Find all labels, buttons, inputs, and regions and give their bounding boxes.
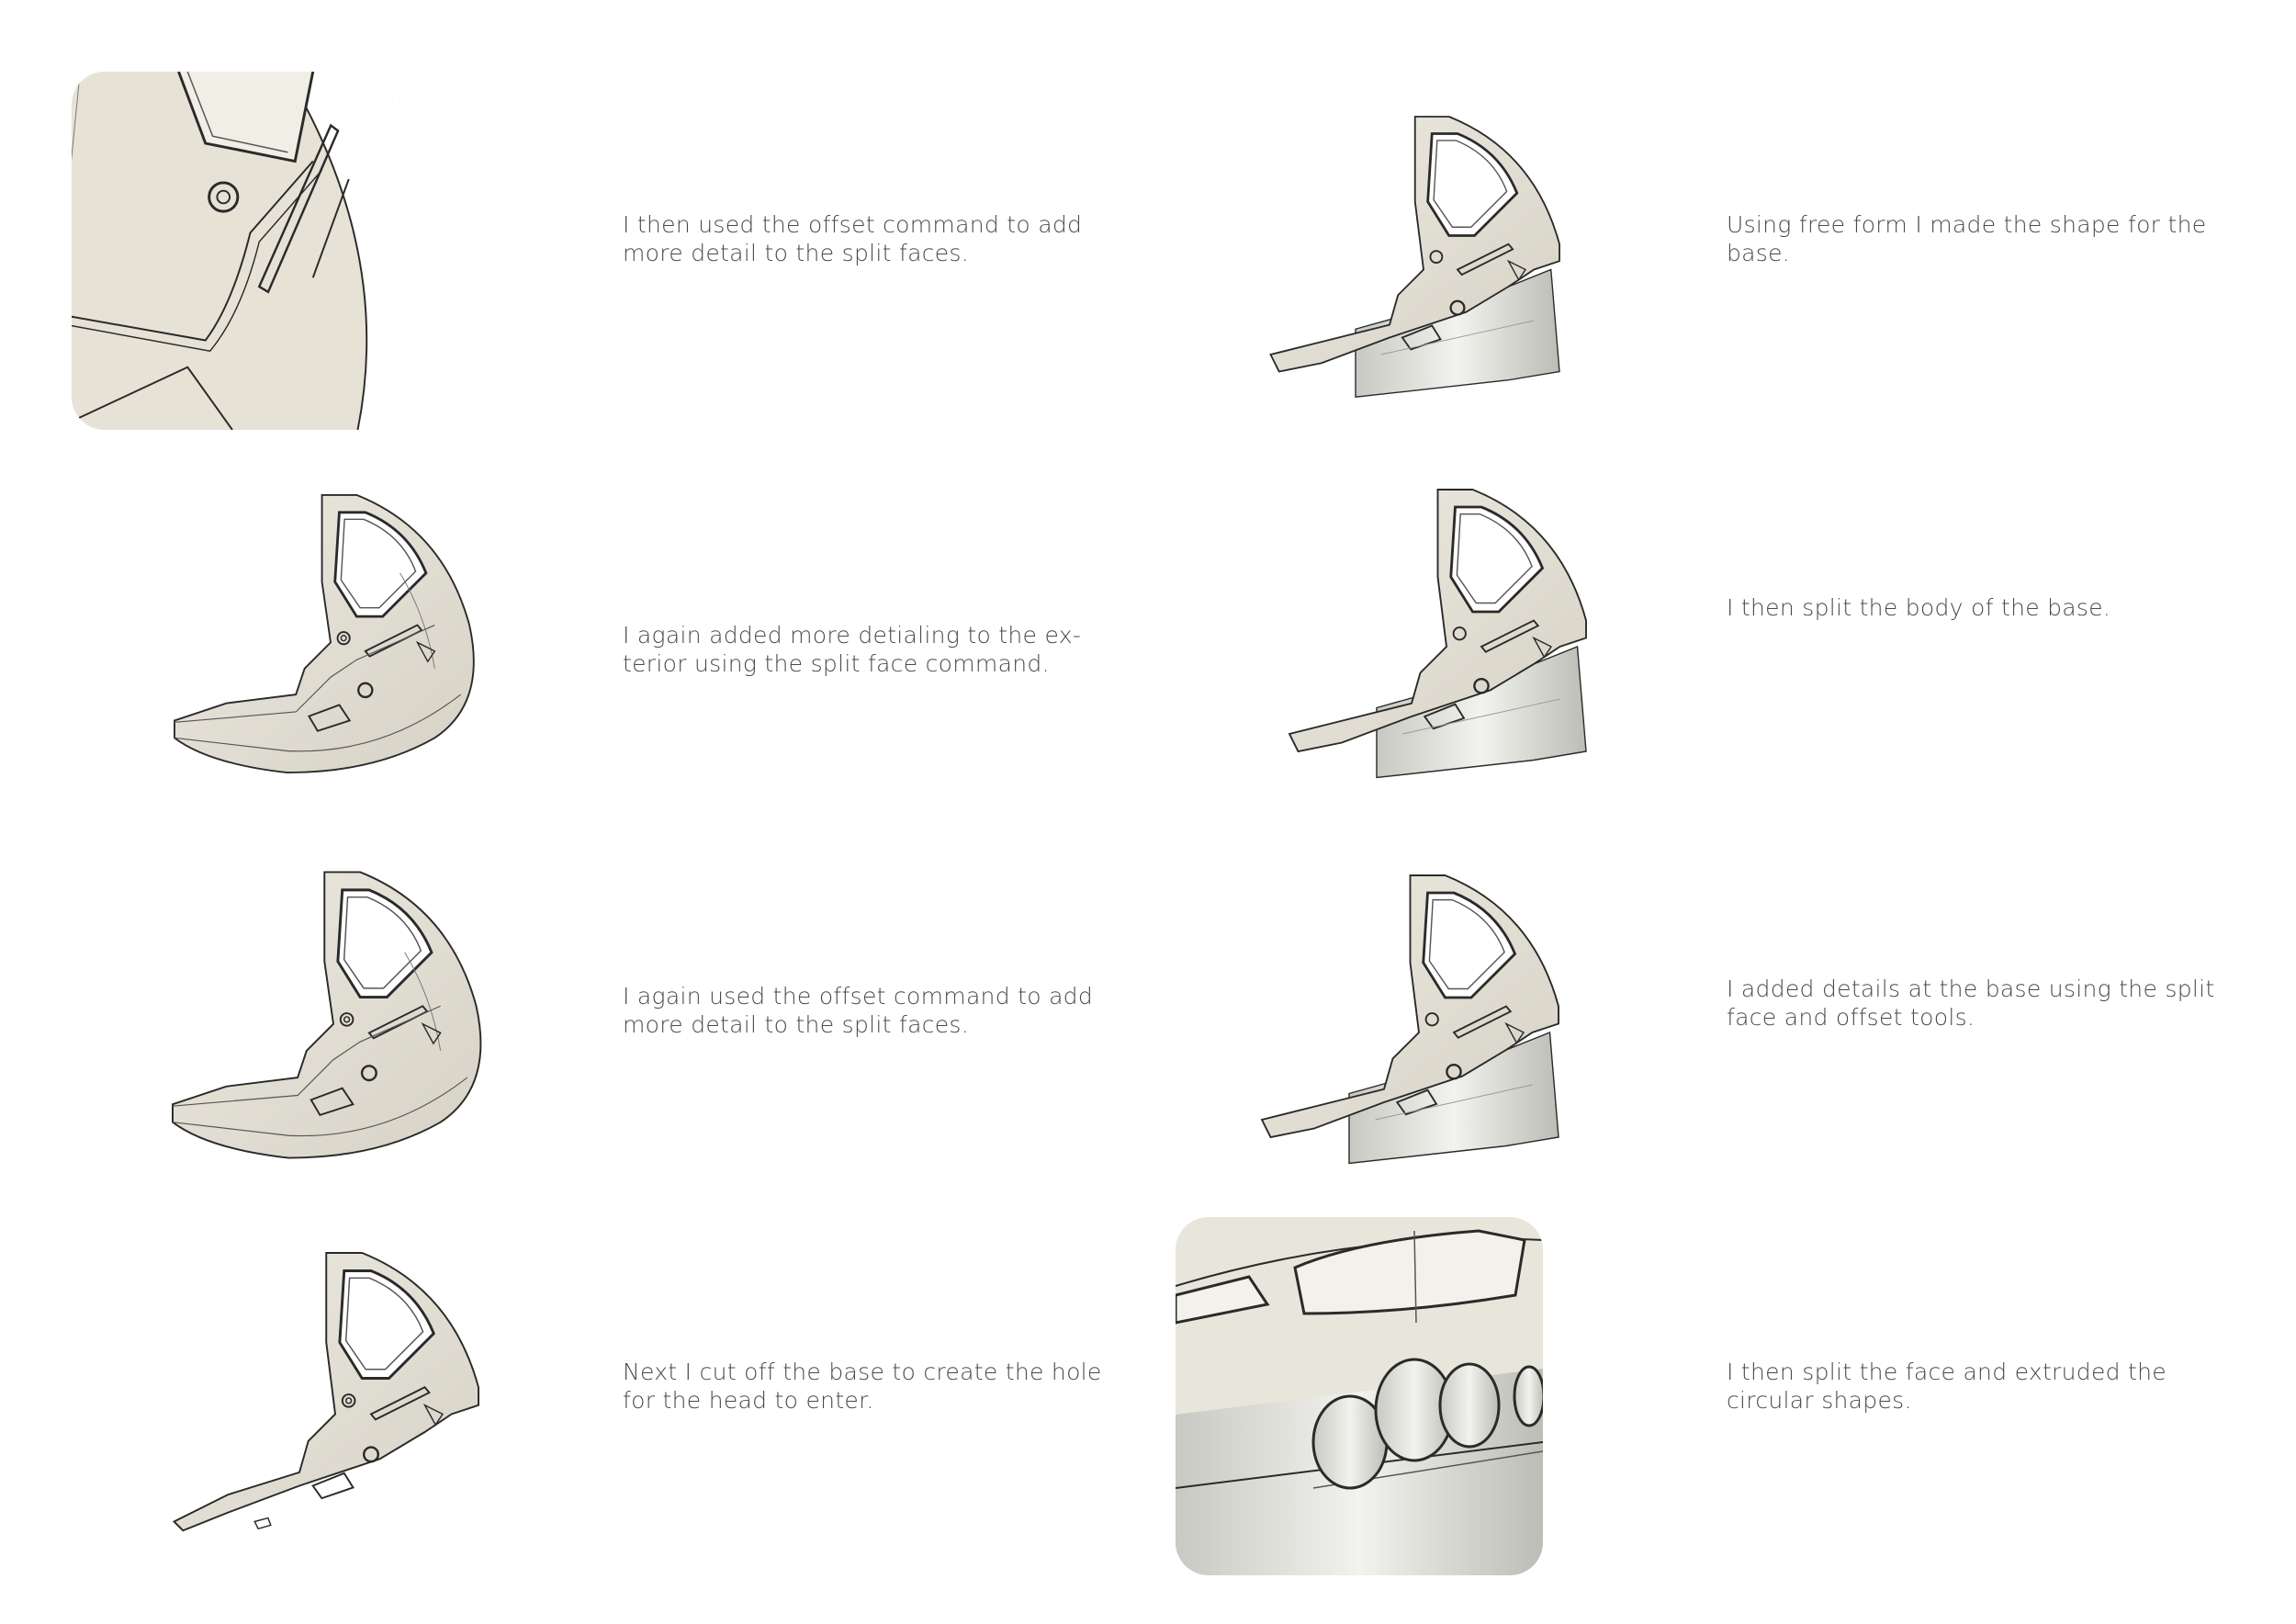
step-caption: I then split the face and extruded the c… <box>1727 1359 2167 1414</box>
helmet-closeup-render <box>72 72 393 430</box>
helmet-base-render <box>1244 845 1593 1185</box>
step-caption: I added details at the base using the sp… <box>1727 976 2215 1031</box>
helmet-base-closeup-render <box>1176 1217 1543 1575</box>
step-caption: I again added more detialing to the ex-t… <box>623 622 1082 677</box>
step-caption: I then used the offset command to add mo… <box>623 211 1083 266</box>
step-caption: I then split the body of the base. <box>1727 594 2111 621</box>
helmet-base-render <box>1272 468 1621 790</box>
step-caption: Using free form I made the shape for the… <box>1727 211 2207 266</box>
step-caption: I again used the offset command to add m… <box>623 983 1094 1038</box>
step-caption: Next I cut off the base to create the ho… <box>623 1359 1102 1414</box>
helmet-base-render <box>1254 92 1593 413</box>
helmet-cutoff-render <box>156 1231 514 1562</box>
helmet-side-render <box>156 478 505 790</box>
helmet-side-render <box>154 854 512 1176</box>
